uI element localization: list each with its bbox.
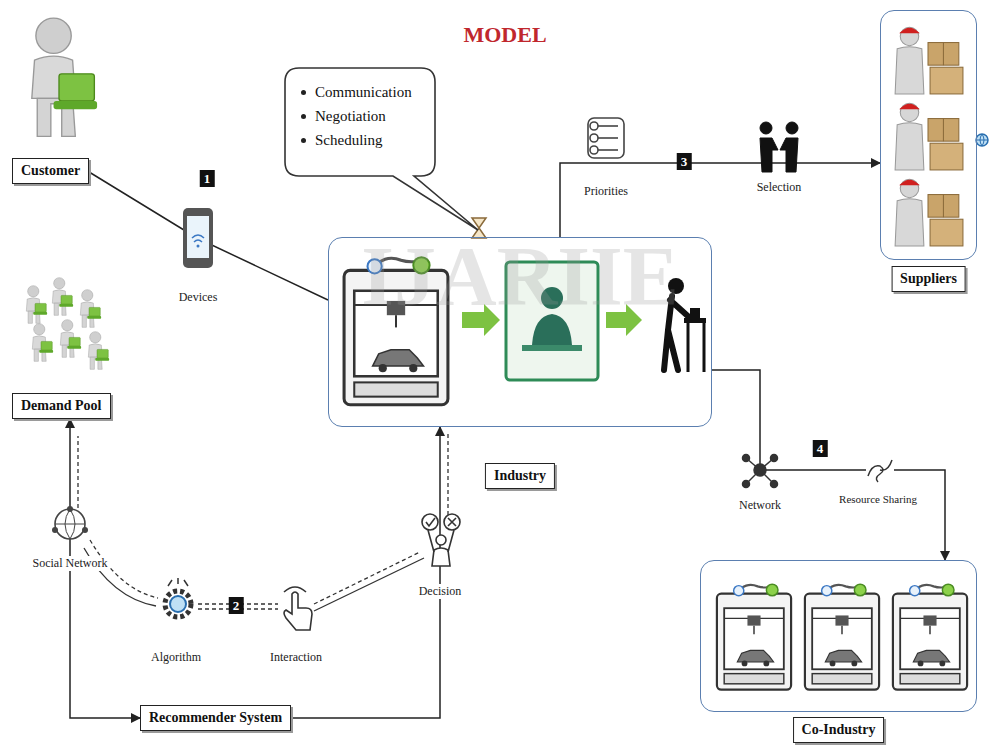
group-label-box: Industry [485,463,555,489]
node-label: Recommender System [149,709,282,727]
phone-device [183,208,213,268]
actor-label-box: Demand Pool [12,393,111,419]
priorities-icon [588,118,624,158]
icon-label: Social Network [31,556,110,571]
group-label-box: Co-Industry [793,717,885,743]
icon-label: Decision [417,584,464,599]
callout-number: 2 [229,597,244,614]
handshake-icon [760,122,798,172]
callout-number: 4 [813,440,828,457]
recommender-links [78,432,448,611]
flow-connector [291,427,440,718]
watermark: IJARIIE [361,232,678,322]
flow-connector [560,163,880,237]
node-label: Demand Pool [21,397,102,415]
interaction-hand-icon [284,587,312,630]
bullet-item: Negotiation [299,104,419,128]
callout-outline-path [285,68,478,230]
icon-label: Network [739,498,781,513]
diagram-title: MODEL [463,22,546,48]
decision-icon [422,514,460,566]
suppliers-group: Suppliers [880,10,977,260]
supplier-figures [895,27,963,246]
callout-number: 3 [677,153,692,170]
resource-sharing-icon [866,458,894,482]
node-label: Co-Industry [802,721,876,739]
flow-connector [712,370,945,560]
bullet-item: Communication [299,80,419,104]
node-label: Customer [21,162,80,180]
network-icon [743,455,778,488]
node-label: Industry [494,467,546,485]
system-label-box: Recommender System [140,705,291,731]
bullet-item: Scheduling [299,128,419,152]
icon-label: Interaction [270,650,322,665]
demand-pool-figures [26,278,109,370]
icon-label: Algorithm [151,650,201,665]
co-industry-group: Co-Industry [700,560,977,712]
algorithm-gear-icon [165,578,191,617]
actor-label-box: Customer [12,158,89,184]
node-label: Suppliers [900,270,957,288]
icon-label: Resource Sharing [839,492,917,507]
icon-label: Devices [179,290,218,305]
flow-connector [89,172,328,300]
globe-icon [976,134,988,146]
co-industry-printers [717,584,967,689]
social-network-icon [52,506,88,539]
callout-number: 1 [200,170,215,187]
group-label-box: Suppliers [891,266,966,292]
callout-bubble: CommunicationNegotiationScheduling [285,68,435,176]
icon-label: Priorities [584,184,628,199]
icon-label: Selection [757,180,802,195]
customer-figure [32,18,97,136]
